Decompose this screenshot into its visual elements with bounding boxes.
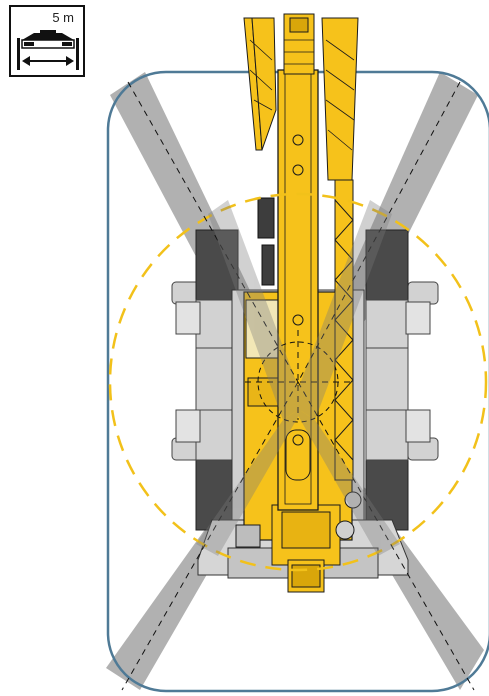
luffing-jib-left [243, 17, 277, 151]
main-boom [277, 13, 319, 511]
tail-swing-circle [108, 192, 488, 572]
right-crawler-track [365, 229, 439, 531]
lattice-mast [321, 17, 359, 481]
hoist-winch [257, 197, 275, 286]
track-width-badge: 5 m [9, 5, 85, 77]
sector-overlay [196, 200, 400, 556]
sector-centerlines [121, 81, 475, 691]
track-width-label: 5 m [52, 10, 74, 25]
track-width-arrows-icon [17, 30, 79, 70]
left-crawler-track [171, 229, 239, 531]
slew-center-circle [257, 341, 339, 423]
